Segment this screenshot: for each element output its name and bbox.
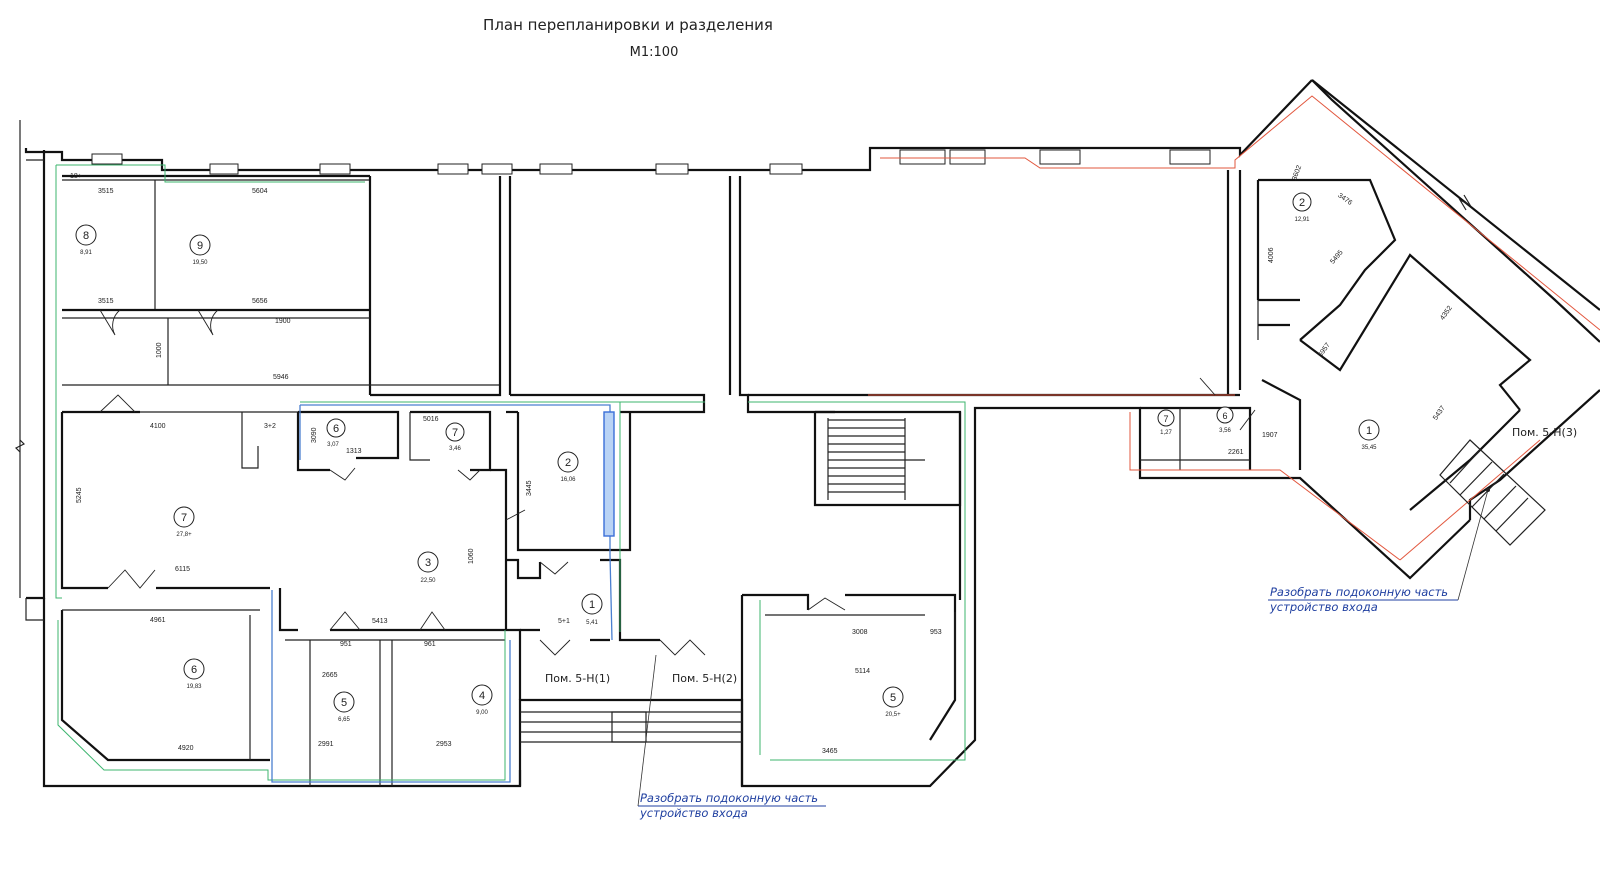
windows-top (91, 149, 1211, 175)
dimension-label: 951 (340, 641, 352, 648)
dimension-label: 3515 (98, 298, 114, 305)
dimension-label: 1000 (156, 342, 163, 358)
dimension-label: 4920 (178, 745, 194, 752)
dimension-label: 5656 (252, 298, 268, 305)
room-number: 1 (589, 599, 595, 611)
dimension-label: 3465 (822, 748, 838, 755)
break-mark-left (14, 439, 26, 453)
room-number: 3 (425, 557, 431, 569)
room-number: 6 (191, 664, 197, 676)
dimension-label: 5+1 (558, 618, 570, 625)
dimension-label: 3602 (1291, 164, 1303, 181)
dimension-label: 1907 (1262, 432, 1278, 439)
premises-label-2: Пом. 5-Н(2) (672, 672, 737, 685)
room-area: 8,91 (80, 250, 92, 256)
room-area: 3,07 (327, 442, 339, 448)
outer-walls (19, 79, 1600, 788)
dimension-label: 4352 (1439, 305, 1454, 322)
room-number: 9 (197, 240, 203, 252)
dimension-label: 2953 (436, 741, 452, 748)
dimension-label: 953 (930, 629, 942, 636)
room-area: 1,27 (1160, 430, 1172, 436)
note-right-line2: устройство входа (1269, 600, 1378, 614)
dimension-label: 4961 (150, 617, 166, 624)
outline-green (55, 164, 966, 781)
note-right-line1: Разобрать подоконную часть (1270, 585, 1448, 599)
dimension-label: 3515 (98, 188, 114, 195)
room-area: 19,83 (186, 684, 202, 690)
dimension-label: 6115 (175, 566, 190, 573)
room-markers (75, 192, 1380, 713)
room-area: 9,00 (476, 710, 488, 716)
room-number: 7 (452, 427, 458, 439)
room-number: 7 (181, 512, 187, 524)
door-swings (99, 309, 1256, 656)
dimension-label: 3445 (526, 480, 533, 496)
dimension-label: 5016 (423, 416, 439, 423)
premises-label-1: Пом. 5-Н(1) (545, 672, 610, 685)
room-number: 6 (1222, 411, 1227, 421)
room-area: 27,8+ (176, 532, 192, 538)
room-area: 22,50 (420, 578, 436, 584)
dimension-label: 5437 (1432, 405, 1447, 422)
dimension-label: 3008 (852, 629, 868, 636)
room-area: 16,06 (560, 477, 576, 483)
dimension-label: 6957 (1317, 342, 1332, 359)
dimension-label: 3476 (1336, 192, 1353, 207)
room-number: 1 (1366, 425, 1372, 437)
note-bottom: Разобрать подоконную часть устройство вх… (637, 654, 826, 820)
dimension-label: 1900 (275, 318, 291, 325)
staircase (827, 418, 925, 500)
room-area: 3,56 (1219, 428, 1231, 434)
room-number: 6 (333, 423, 339, 435)
room-labels: 8 8,91 9 19,50 7 27,8+ 6 3,07 7 3,46 2 1… (80, 197, 1377, 723)
note-right: Разобрать подоконную часть устройство вх… (1268, 488, 1490, 614)
dimension-label: 2991 (318, 741, 334, 748)
dimension-label: 1060 (468, 548, 475, 564)
dimension-label: 5946 (273, 374, 289, 381)
room-area: 20,5+ (885, 712, 901, 718)
room-area: 12,91 (1294, 217, 1310, 223)
dimension-label: 5495 (1329, 249, 1344, 266)
dimension-label: 5245 (76, 487, 83, 503)
break-mark-right (1458, 194, 1472, 211)
dimension-label: 18+ (70, 173, 82, 180)
dimension-label: 5413 (372, 618, 388, 625)
dimension-label: 4006 (1268, 247, 1275, 263)
dimension-label: 1313 (346, 448, 362, 455)
room-number: 4 (479, 690, 485, 702)
room-area: 3,46 (449, 446, 461, 452)
dimension-label: 3090 (311, 427, 318, 443)
entrance-steps-east (1439, 439, 1546, 546)
entrance-steps-bottom (520, 711, 742, 743)
room-number: 5 (890, 692, 896, 704)
room-area: 5,41 (586, 620, 598, 626)
premises-label-3: Пом. 5-Н(3) (1512, 426, 1577, 439)
dimension-label: 4100 (150, 423, 166, 430)
interior-walls (60, 170, 1532, 786)
room-number: 8 (83, 230, 89, 242)
room-number: 2 (565, 457, 571, 469)
plan-title: План перепланировки и разделения (483, 16, 773, 34)
dimension-label: 5114 (855, 668, 870, 675)
room-area: 6,65 (338, 717, 350, 723)
room-number: 5 (341, 697, 347, 709)
room-number: 7 (1163, 414, 1168, 424)
dimension-label: 2261 (1228, 449, 1244, 456)
note-bottom-line1: Разобрать подоконную часть (640, 791, 818, 805)
dimension-label: 2665 (322, 672, 338, 679)
note-bottom-line2: устройство входа (639, 806, 748, 820)
dimension-label: 5604 (252, 188, 268, 195)
room-area: 19,50 (192, 260, 208, 266)
dimension-label: 3+2 (264, 423, 276, 430)
plan-scale: М1:100 (630, 45, 679, 60)
room-area: 35,45 (1361, 445, 1377, 451)
outline-red (868, 95, 1600, 561)
dimension-label: 961 (424, 641, 436, 648)
room-number: 2 (1299, 197, 1305, 209)
demolition-hatch (603, 411, 615, 537)
